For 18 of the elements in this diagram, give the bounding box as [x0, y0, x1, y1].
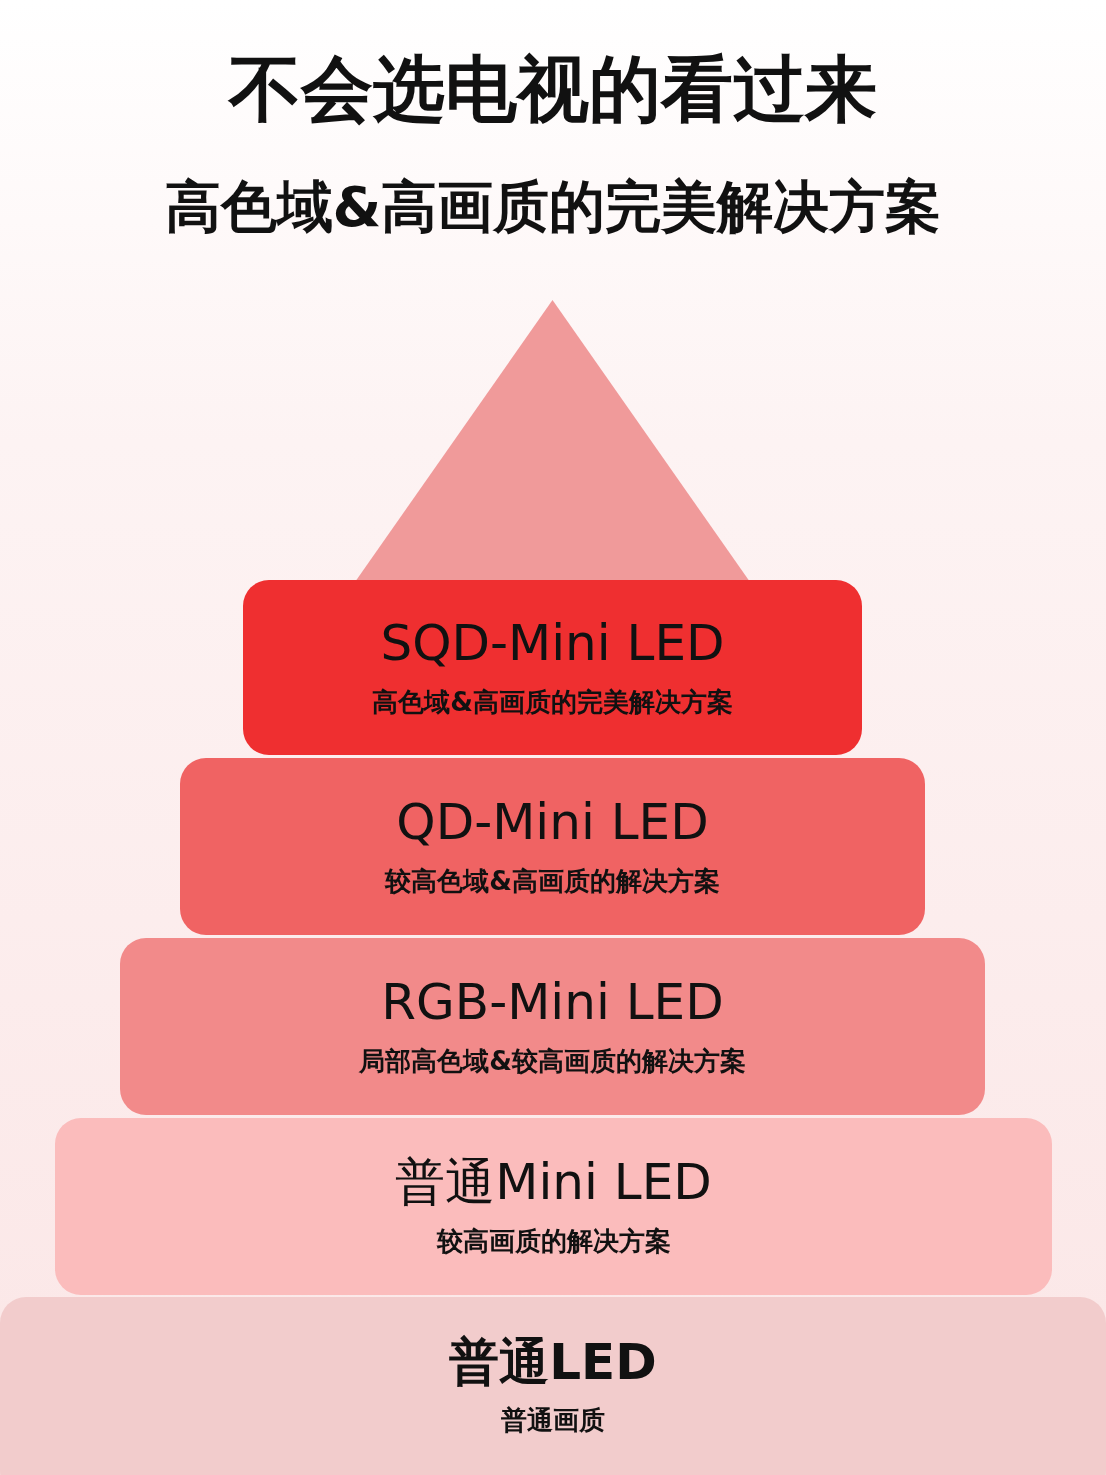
tier-heading: SQD-Mini LED: [380, 615, 725, 673]
pyramid-tier: [180, 758, 925, 935]
tier-description: 较高画质的解决方案: [436, 1224, 671, 1258]
tier-description: 高色域&高画质的完美解决方案: [372, 685, 733, 719]
title: 不会选电视的看过来: [227, 46, 878, 133]
subtitle: 高色域&高画质的完美解决方案: [163, 173, 943, 241]
tier-heading: RGB-Mini LED: [381, 974, 724, 1032]
tier-heading: 普通LED: [449, 1333, 657, 1392]
pyramid-apex: [355, 300, 750, 582]
pyramid-tier: [243, 580, 862, 755]
tier-heading: QD-Mini LED: [396, 794, 709, 852]
tier-description: 普通画质: [501, 1404, 605, 1438]
tier-heading: 普通Mini LED: [395, 1154, 712, 1212]
tier-description: 较高色域&高画质的解决方案: [385, 864, 720, 898]
pyramid-tier: [0, 1297, 1106, 1475]
pyramid-tier: [120, 938, 985, 1115]
tier-description: 局部高色域&较高画质的解决方案: [359, 1044, 746, 1078]
pyramid-tier: [55, 1118, 1052, 1295]
